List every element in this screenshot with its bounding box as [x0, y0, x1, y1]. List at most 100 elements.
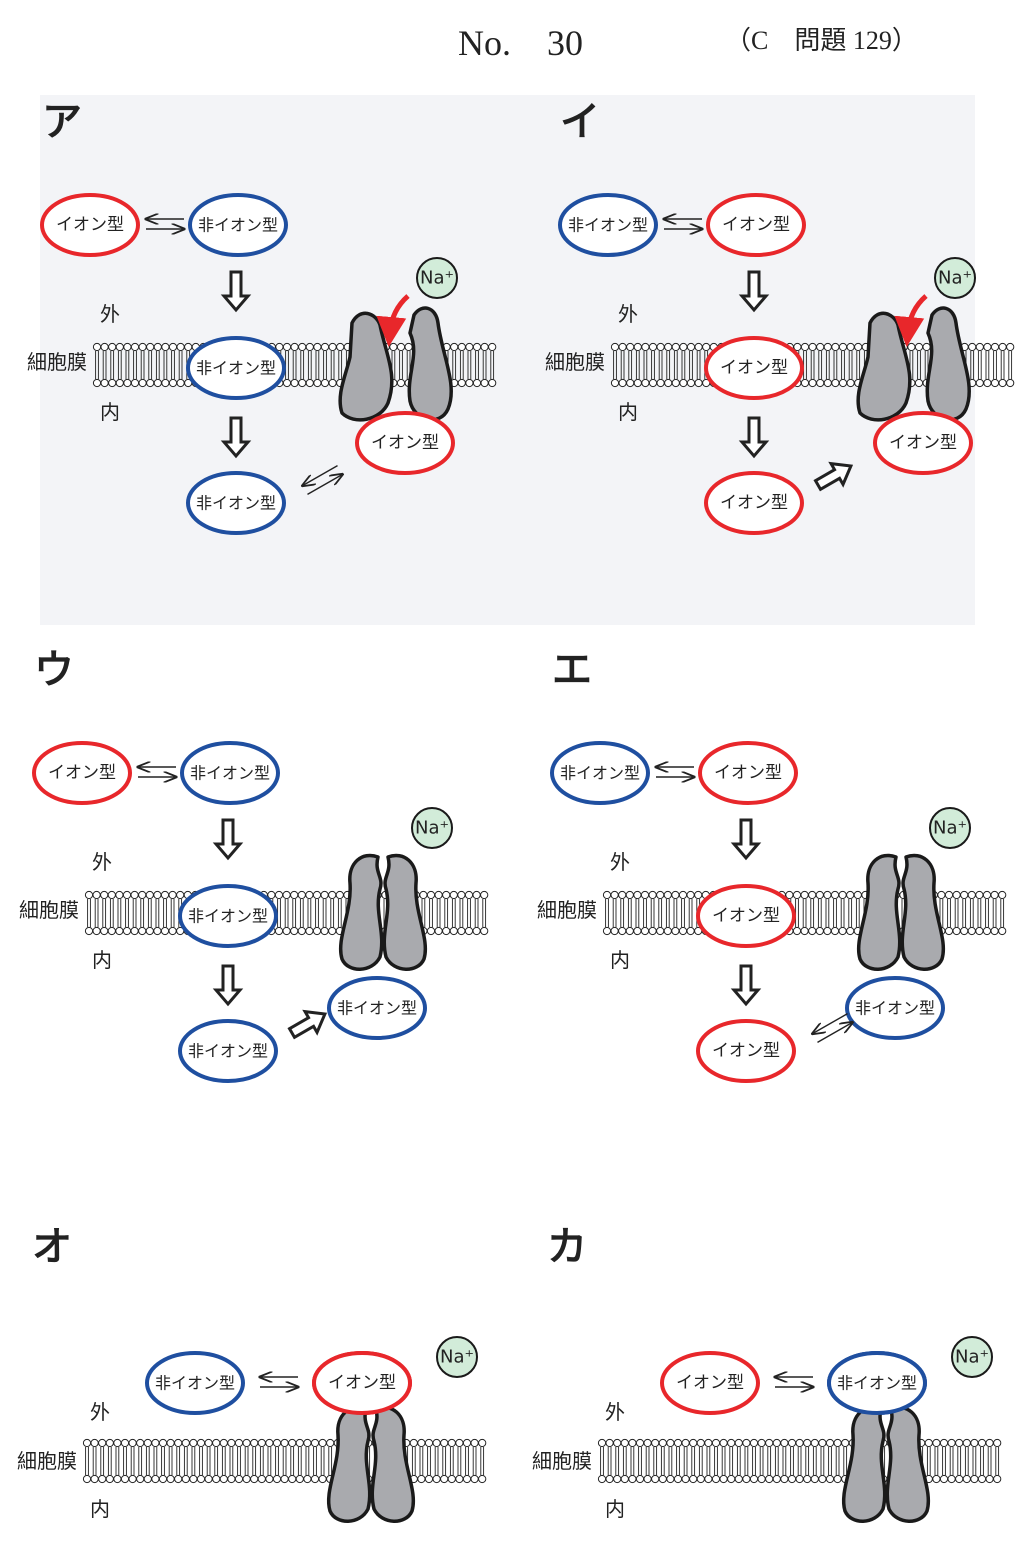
panel-label-4: エ — [552, 647, 592, 693]
top-left-form-label: イオン型 — [56, 215, 124, 235]
panel-label-5: オ — [32, 1224, 72, 1270]
permeation-arrow-top — [212, 818, 244, 861]
inside-label: 内 — [610, 948, 630, 972]
outside-label: 外 — [90, 1400, 110, 1424]
sodium-influx-arrow — [894, 294, 928, 347]
inner-form-label: 非イオン型 — [188, 1042, 268, 1061]
inner-form-label: イオン型 — [712, 1041, 780, 1061]
sodium-channel-closed — [326, 1405, 416, 1523]
channel-site-form-label: 非イオン型 — [837, 1374, 917, 1393]
top-left-form-label: 非イオン型 — [560, 764, 640, 783]
sodium-channel-closed-right-subunit — [885, 1405, 931, 1523]
sodium-channel-closed-right-subunit — [900, 853, 946, 971]
sodium-channel-closed-left-subunit — [326, 1405, 372, 1523]
inside-label: 内 — [90, 1497, 110, 1521]
channel-binding-equilibrium-forward — [817, 1022, 852, 1043]
sodium-channel-closed-left-subunit — [338, 853, 384, 971]
membrane-label: 細胞膜 — [545, 350, 605, 374]
top-left-form-outline — [40, 193, 140, 257]
sodium-channel-open-right-subunit — [925, 306, 971, 422]
top-right-form-label: イオン型 — [722, 215, 790, 235]
channel-site-form-label: イオン型 — [371, 433, 439, 453]
sodium-ion-label: Na⁺ — [938, 268, 972, 289]
membrane-form-outline — [696, 884, 796, 948]
sodium-channel-closed-left-subunit — [841, 1405, 887, 1523]
panel-label-6: カ — [547, 1224, 587, 1270]
channel-binding-arrow — [813, 461, 854, 492]
channel-site-form-outline — [327, 976, 427, 1040]
sodium-channel-closed — [841, 1405, 931, 1523]
cell-membrane — [82, 1438, 487, 1484]
permeation-arrow-bottom — [730, 964, 762, 1007]
top-left-form-outline — [32, 741, 132, 805]
top-right-form-outline — [180, 741, 280, 805]
inside-label: 内 — [100, 400, 120, 424]
membrane-label: 細胞膜 — [19, 898, 79, 922]
membrane-label: 細胞膜 — [537, 898, 597, 922]
panel-label-3: ウ — [34, 647, 74, 693]
channel-binding-equilibrium-forward — [307, 474, 342, 495]
sodium-ion-label: Na⁺ — [420, 268, 454, 289]
channel-site-form-label: 非イオン型 — [855, 999, 935, 1018]
membrane-form-label: イオン型 — [720, 358, 788, 378]
channel-binding-arrow-shape — [287, 1009, 328, 1040]
inside-label: 内 — [92, 948, 112, 972]
inner-form-outline — [186, 471, 286, 535]
top-left-form-outline — [550, 741, 650, 805]
membrane-form-label: 非イオン型 — [196, 359, 276, 378]
channel-binding-equilibrium-reverse — [303, 465, 338, 486]
top-left-form-label: 非イオン型 — [155, 1374, 235, 1393]
top-left-form-label: 非イオン型 — [568, 216, 648, 235]
inside-label: 内 — [618, 400, 638, 424]
channel-site-form-label: 非イオン型 — [337, 999, 417, 1018]
top-right-form-outline — [188, 193, 288, 257]
top-left-form-label: イオン型 — [48, 763, 116, 783]
cell-membrane — [597, 1438, 1002, 1484]
channel-site-form-outline — [355, 411, 455, 475]
sodium-ion-circle — [929, 807, 971, 849]
panel-2: イ非イオン型イオン型外細胞膜内イオン型イオン型Na⁺イオン型 — [545, 99, 1015, 535]
sodium-ion-circle — [934, 257, 976, 299]
panel-1: アイオン型非イオン型外細胞膜内非イオン型非イオン型Na⁺イオン型 — [27, 99, 497, 535]
inner-form-label: 非イオン型 — [196, 494, 276, 513]
panel-label-2: イ — [560, 99, 600, 145]
panel-shade-top — [40, 95, 975, 625]
channel-site-form-outline — [873, 411, 973, 475]
top-right-form-outline — [698, 741, 798, 805]
top-left-form-outline — [145, 1351, 245, 1415]
sodium-channel-closed — [338, 853, 428, 971]
top-right-form-label: 非イオン型 — [190, 764, 270, 783]
channel-site-form-outline — [827, 1351, 927, 1415]
sodium-ion-circle — [436, 1336, 478, 1378]
inside-label: 内 — [605, 1497, 625, 1521]
permeation-arrow-top — [738, 270, 770, 313]
top-left-form-outline — [660, 1351, 760, 1415]
inner-form-outline — [696, 1019, 796, 1083]
top-right-form-outline — [706, 193, 806, 257]
channel-binding-equilibrium-reverse — [813, 1013, 848, 1034]
sodium-ion-label: Na⁺ — [933, 818, 967, 839]
top-right-form-label: イオン型 — [714, 763, 782, 783]
membrane-label: 細胞膜 — [532, 1449, 592, 1473]
permeation-arrow-top — [220, 270, 252, 313]
outside-label: 外 — [92, 850, 112, 874]
permeation-arrow-top — [730, 818, 762, 861]
sodium-ion-circle — [411, 807, 453, 849]
membrane-form-label: 非イオン型 — [188, 907, 268, 926]
sodium-channel-closed-right-subunit — [370, 1405, 416, 1523]
sodium-channel-closed-left-subunit — [856, 853, 902, 971]
cell-membrane — [602, 890, 1007, 936]
sodium-influx-arrow — [376, 294, 410, 347]
panel-label-1: ア — [42, 99, 82, 145]
top-left-form-outline — [558, 193, 658, 257]
channel-binding-arrow-shape — [813, 461, 854, 492]
membrane-label: 細胞膜 — [27, 350, 87, 374]
sodium-ion-circle — [951, 1336, 993, 1378]
sodium-channel-closed-right-subunit — [382, 853, 428, 971]
inner-form-label: イオン型 — [720, 493, 788, 513]
panel-4: エ非イオン型イオン型外細胞膜内イオン型イオン型Na⁺非イオン型 — [537, 647, 1007, 1083]
membrane-label: 細胞膜 — [17, 1449, 77, 1473]
channel-site-form-label: イオン型 — [889, 433, 957, 453]
